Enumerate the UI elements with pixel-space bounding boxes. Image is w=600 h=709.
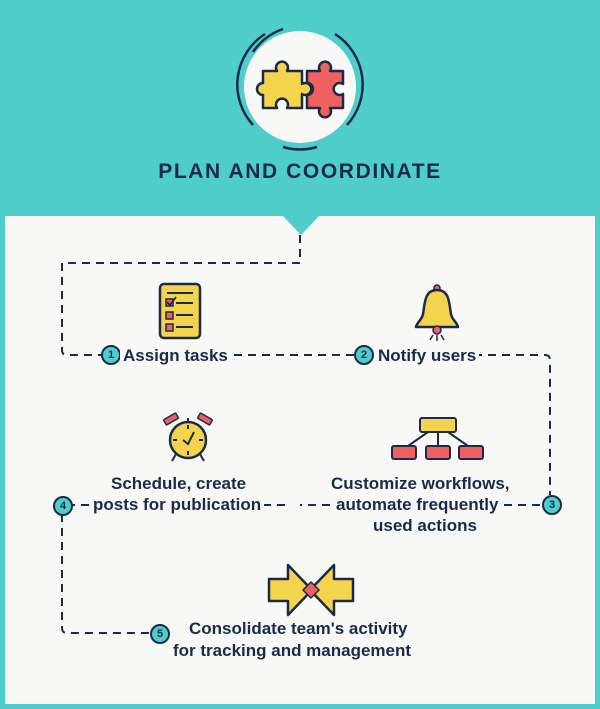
checklist-icon bbox=[158, 282, 202, 340]
step-number-2: 2 bbox=[354, 345, 374, 365]
converging-arrows-icon bbox=[267, 563, 355, 617]
step-number-1: 1 bbox=[101, 345, 121, 365]
step-label-schedule-line-1: Schedule, create bbox=[108, 473, 250, 494]
step-label-customize-line-3: used actions bbox=[370, 515, 480, 536]
step-label-notify-users: Notify users bbox=[375, 345, 480, 366]
step-label-customize-line-1: Customize workflows, bbox=[328, 473, 513, 494]
step-number-4: 4 bbox=[53, 496, 73, 516]
step-label-consolidate-line-1: Consolidate team's activity bbox=[186, 618, 411, 639]
puzzle-pieces-icon bbox=[236, 27, 364, 151]
alarm-clock-icon bbox=[163, 412, 213, 462]
step-label-assign-tasks: Assign tasks bbox=[120, 345, 231, 366]
step-label-customize-line-2: automate frequently bbox=[333, 494, 502, 515]
banner-pointer bbox=[282, 215, 320, 235]
step-number-3: 3 bbox=[542, 495, 562, 515]
workflow-hierarchy-icon bbox=[391, 417, 484, 460]
step-number-5: 5 bbox=[150, 624, 170, 644]
bell-icon bbox=[414, 284, 460, 341]
step-label-schedule-line-2: posts for publication bbox=[90, 494, 265, 515]
page-title: PLAN AND COORDINATE bbox=[158, 160, 442, 183]
step-label-consolidate-line-2: for tracking and management bbox=[170, 640, 415, 661]
